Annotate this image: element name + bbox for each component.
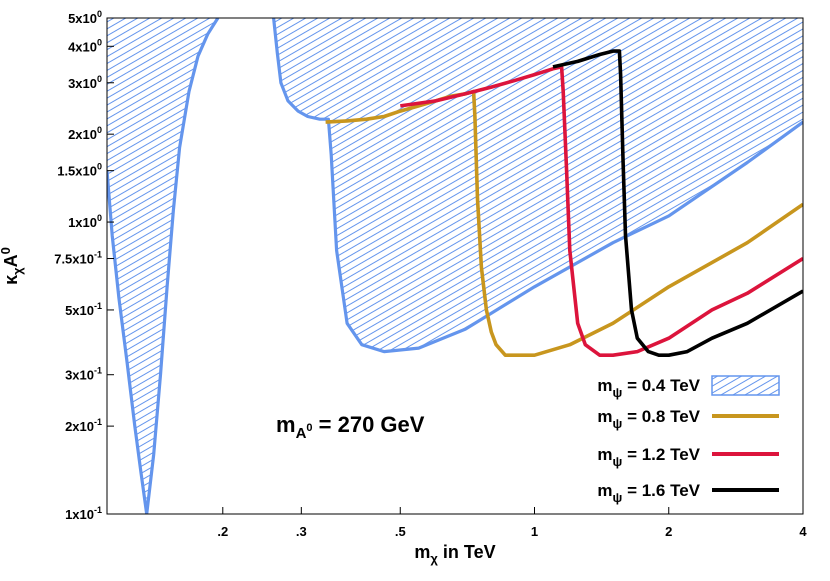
y-tick-label-2: 3x10-1 xyxy=(65,366,102,383)
legend-label-1: mψ = 0.8 TeV xyxy=(597,407,700,431)
legend-label-2: mψ = 1.2 TeV xyxy=(597,445,700,469)
y-tick-label-3: 5x10-1 xyxy=(65,301,102,318)
series-line-2 xyxy=(400,65,803,358)
series-line-0.4 xyxy=(107,18,220,514)
plot-frame xyxy=(106,17,804,515)
axis-ticks: .2 .3 .5 1 2 4 1x10-1 2x10-1 3x10-1 5x10-1 7.5x10-… xyxy=(54,9,807,539)
series-line-1 xyxy=(325,89,803,358)
y-tick-label-0: 1x10-1 xyxy=(65,505,102,522)
hatched-region xyxy=(107,18,803,514)
y-tick-label-4: 7.5x10-1 xyxy=(54,250,102,267)
y-axis-title: κχA0 xyxy=(0,247,25,285)
x-tick-label-5: 4 xyxy=(799,524,807,539)
legend-label-3: mψ = 1.6 TeV xyxy=(597,481,700,505)
legend: mψ = 0.4 TeV mψ = 0.8 TeV mψ = 1.2 TeV mψ =… xyxy=(597,375,780,505)
annotation-mA0: mA0 = 270 GeV xyxy=(276,412,425,442)
y-tick-label-9: 4x100 xyxy=(68,37,102,54)
y-tick-label-7: 2x100 xyxy=(68,125,102,142)
y-tick-label-5: 1x100 xyxy=(68,213,102,230)
x-axis-title: mχ in TeV xyxy=(414,542,495,566)
legend-swatch-0 xyxy=(711,375,780,396)
legend-label-0: mψ = 0.4 TeV xyxy=(597,376,700,400)
y-tick-label-6: 1.5x100 xyxy=(57,162,102,179)
y-tick-label-10: 5x100 xyxy=(68,9,102,26)
x-tick-label-0: .2 xyxy=(217,524,228,539)
series-line-0.4-boundary xyxy=(272,18,803,354)
x-tick-label-1: .3 xyxy=(296,524,307,539)
series-line-3 xyxy=(552,49,803,358)
hatched-region-left xyxy=(107,18,218,514)
x-tick-label-3: 1 xyxy=(531,524,538,539)
hatched-region-main xyxy=(273,18,803,352)
series-layer xyxy=(107,18,803,514)
y-tick-label-8: 3x100 xyxy=(68,74,102,91)
y-tick-label-1: 2x10-1 xyxy=(65,417,102,434)
x-tick-label-4: 2 xyxy=(665,524,672,539)
x-tick-label-2: .5 xyxy=(395,524,406,539)
